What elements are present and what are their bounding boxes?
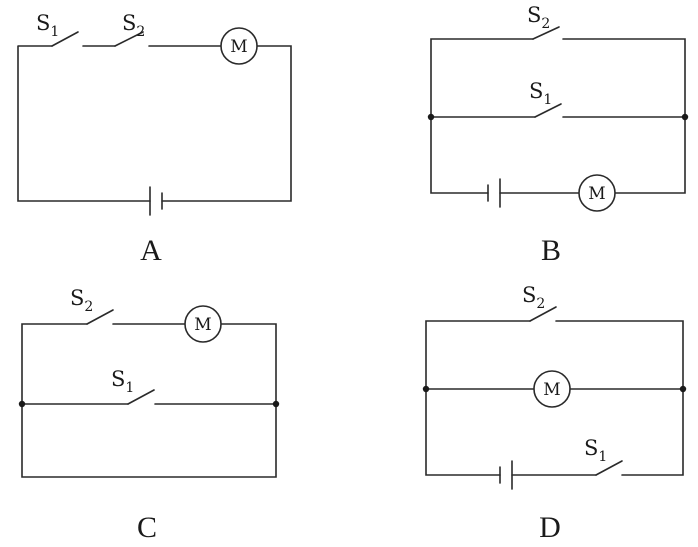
- circuit-b-motor-label: M: [588, 184, 605, 204]
- circuit-a-switch-s2-label: S2: [122, 11, 145, 40]
- circuit-a-switch-s1-label: S1: [36, 11, 59, 40]
- circuit-d-switch-s1-label: S1: [584, 436, 607, 465]
- circuit-b-switch-s2: [532, 26, 560, 40]
- circuit-d: M S2 S1 D: [422, 283, 687, 544]
- circuit-b-switch-s2-label: S2: [527, 3, 550, 32]
- circuit-b-motor: M: [578, 174, 616, 212]
- circuit-a-battery: [149, 186, 163, 216]
- circuit-c-junction-left: [18, 400, 26, 408]
- circuit-c-switch-s1-label: S1: [111, 367, 134, 396]
- circuit-b-switch-s1: [534, 103, 562, 118]
- circuit-a-switch-s1: [51, 31, 79, 47]
- circuit-d-battery: [499, 460, 513, 490]
- circuit-a-motor-label: M: [230, 37, 247, 57]
- circuit-d-junction-left: [422, 385, 430, 393]
- circuit-a-motor: M: [220, 27, 258, 65]
- circuit-c-switch-s2: [86, 309, 114, 325]
- circuit-d-wires: [425, 320, 684, 476]
- circuit-d-switch-s2: [529, 306, 557, 322]
- circuit-c-switch-s1: [127, 389, 155, 405]
- circuit-a-switch-s2: [114, 31, 144, 47]
- circuit-b: M S2 S1 B: [427, 3, 689, 267]
- circuit-c-caption: C: [137, 511, 157, 544]
- circuit-c-switch-s2-label: S2: [70, 286, 93, 315]
- circuit-d-motor-label: M: [543, 380, 560, 400]
- circuit-d-junction-right: [679, 385, 687, 393]
- circuit-b-wires: [430, 38, 686, 194]
- circuit-a-wires: [17, 45, 292, 202]
- circuit-b-junction-right: [681, 113, 689, 121]
- circuit-d-caption: D: [539, 511, 561, 544]
- circuit-d-motor: M: [533, 370, 571, 408]
- circuit-c: M S2 S1 C: [18, 286, 280, 544]
- circuit-b-battery: [487, 178, 501, 208]
- circuit-b-junction-left: [427, 113, 435, 121]
- circuit-b-switch-s1-label: S1: [529, 79, 552, 108]
- circuit-c-wires: [21, 323, 277, 478]
- circuit-a-caption: A: [140, 234, 162, 267]
- circuit-c-motor: M: [184, 305, 222, 343]
- circuit-c-junction-right: [272, 400, 280, 408]
- circuit-b-caption: B: [541, 234, 561, 267]
- circuit-d-switch-s2-label: S2: [522, 283, 545, 312]
- circuit-c-motor-label: M: [194, 315, 211, 335]
- circuit-d-switch-s1: [595, 460, 623, 476]
- circuit-a: M S1 S2 A: [17, 11, 292, 267]
